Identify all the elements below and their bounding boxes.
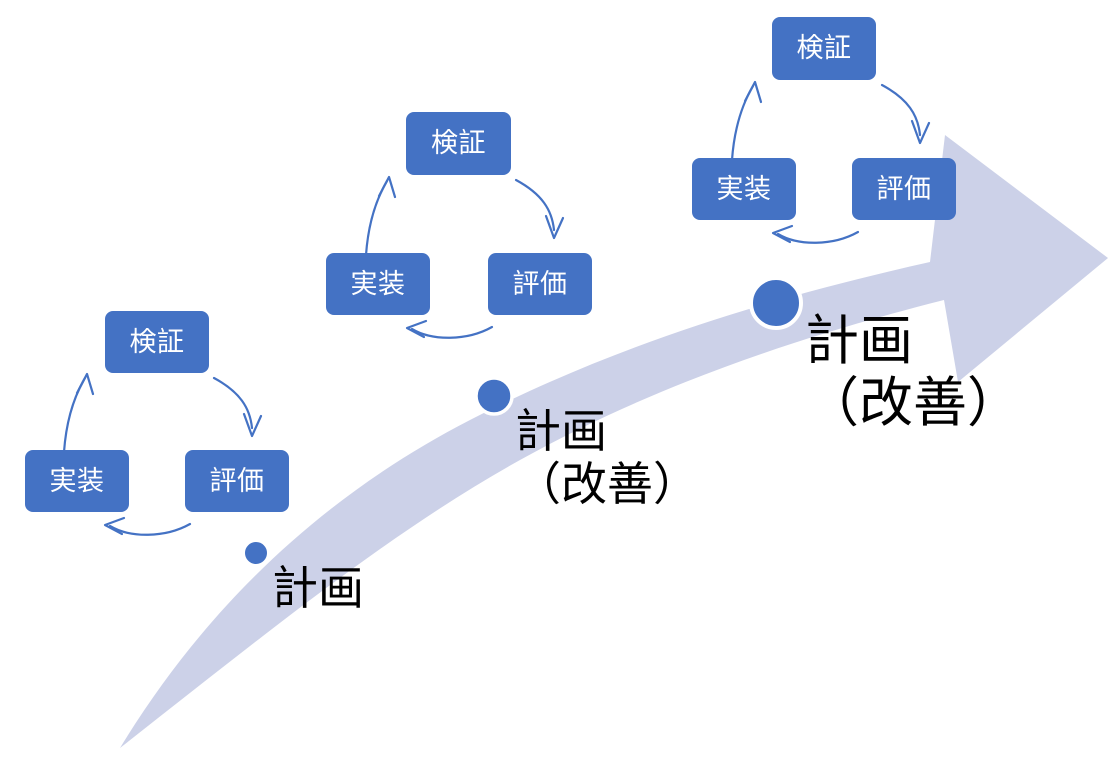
cycle-3-node-verify[interactable]: 検証 [772, 17, 876, 80]
cycle-1-arrow-implement-to-verify [62, 376, 87, 454]
cycle-1-node-verify[interactable]: 検証 [105, 311, 209, 373]
stage-markers [242, 276, 803, 567]
cycle-2-arrow-verify-to-evaluate [514, 178, 556, 232]
cycle-2-arrow-implement-to-verify [364, 179, 389, 257]
stage-marker-1 [242, 539, 270, 567]
stage-label-1: 計画 [272, 562, 364, 614]
cycle-1-arrowhead-verify [75, 372, 95, 396]
cycle-3-node-implement[interactable]: 実装 [692, 158, 796, 220]
cycle-2-node-evaluate-label: 評価 [512, 268, 568, 299]
cycle-1-node-implement[interactable]: 実装 [25, 450, 129, 512]
cycle-1-arrows [62, 372, 263, 536]
cycle-2-node-implement-label: 実装 [350, 268, 406, 299]
cycle-3-node-evaluate-label: 評価 [876, 173, 932, 204]
cycle-1-arrowhead-evaluate [242, 412, 263, 438]
stage-marker-3 [749, 276, 803, 330]
cycle-1-arrowhead-implement [103, 516, 126, 536]
cycle-2-arrowhead-verify [377, 175, 397, 199]
growth-arrow-shape [120, 135, 1108, 748]
cycle-1-node-evaluate-label: 評価 [209, 465, 265, 496]
cycle-3-arrows [730, 80, 931, 244]
cycle-2-node-verify-label: 検証 [431, 128, 486, 158]
cycle-1-node-implement-label: 実装 [49, 465, 105, 496]
cycle-1-arrow-verify-to-evaluate [212, 376, 254, 430]
cycle-2-arrowhead-implement [405, 319, 428, 339]
cycle-3-arrowhead-implement [771, 224, 794, 244]
cycle-1-node-verify-label: 検証 [129, 326, 185, 357]
cycle-3-arrowhead-evaluate [910, 119, 931, 145]
cycle-2-node-verify[interactable]: 検証 [406, 112, 511, 175]
cycle-2-arrowhead-evaluate [544, 214, 565, 240]
stage-label-2: 計画 （改善） [515, 405, 699, 510]
cycle-3-node-verify-label: 検証 [796, 33, 852, 63]
cycle-3-arrow-verify-to-evaluate [880, 83, 922, 137]
cycle-2-node-evaluate[interactable]: 評価 [488, 253, 592, 315]
cycle-3-node-evaluate[interactable]: 評価 [852, 158, 956, 220]
cycle-3-arrowhead-verify [743, 80, 763, 104]
cycle-1-node-evaluate[interactable]: 評価 [185, 450, 289, 512]
cycle-2-arrows [364, 175, 565, 339]
stage-marker-2 [474, 376, 514, 416]
cycle-3-node-implement-label: 実装 [716, 173, 772, 204]
cycle-1-arrow-evaluate-to-implement [108, 522, 192, 536]
stage-label-3: 計画 （改善） [805, 311, 1021, 434]
cycle-3-arrow-evaluate-to-implement [776, 230, 860, 244]
cycle-3-arrow-implement-to-verify [730, 84, 755, 162]
cycle-2-node-implement[interactable]: 実装 [326, 253, 430, 315]
cycle-2-arrow-evaluate-to-implement [410, 325, 494, 339]
growth-arrow [120, 135, 1108, 748]
